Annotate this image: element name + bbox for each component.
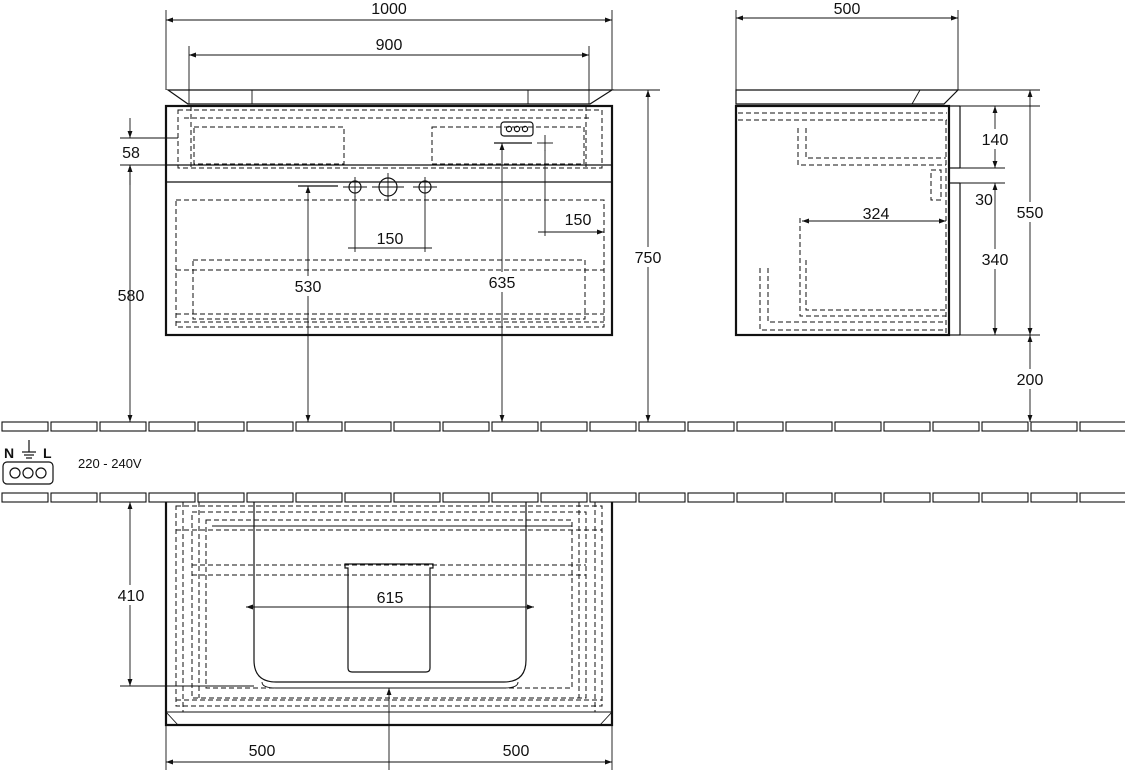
- dim-right-half: 500: [503, 743, 530, 760]
- wall-brick: [638, 421, 686, 432]
- side-cabinet: [734, 104, 951, 337]
- wall-brick: [883, 492, 931, 503]
- wall-brick: [1030, 421, 1078, 432]
- dim-floor-clearance: 200: [1017, 372, 1044, 389]
- wall-brick: [148, 492, 196, 503]
- dim-socket-offset: 150: [565, 212, 592, 229]
- wall-brick: [638, 492, 686, 503]
- wall-brick: [442, 421, 490, 432]
- wall-brick: [589, 492, 637, 503]
- dim-top-offset: 58: [122, 145, 140, 162]
- dim-basin-width: 615: [377, 590, 404, 607]
- wall-brick: [99, 421, 147, 432]
- wall-brick: [246, 492, 294, 503]
- wall-row-upper: [1, 421, 1125, 432]
- side-countertop: [735, 89, 960, 105]
- dim-height-to-top: 580: [118, 288, 145, 305]
- ground-icon: [22, 440, 36, 459]
- wall-brick: [834, 421, 882, 432]
- dim-right-height: 635: [489, 275, 516, 292]
- wall-brick: [1079, 421, 1125, 432]
- dim-tap-height: 530: [295, 279, 322, 296]
- wall-brick: [197, 421, 245, 432]
- wall-brick: [491, 492, 539, 503]
- wall-brick: [834, 492, 882, 503]
- wall-brick: [442, 492, 490, 503]
- wall-brick: [785, 421, 833, 432]
- dim-left-half: 500: [249, 743, 276, 760]
- socket-icon: [500, 121, 534, 137]
- wall-brick: [344, 421, 392, 432]
- wall-brick: [295, 492, 343, 503]
- dim-top-drawer: 140: [982, 132, 1009, 149]
- wall-brick: [344, 492, 392, 503]
- dim-plan-depth: 410: [118, 588, 145, 605]
- dim-gap: 30: [975, 192, 993, 209]
- basin-outline: [253, 502, 527, 683]
- plan-view: 410 615 500 500: [112, 502, 614, 770]
- dim-tap-spacing: 150: [377, 231, 404, 248]
- wall-brick: [1, 492, 49, 503]
- wall-brick: [50, 421, 98, 432]
- wall-brick: [785, 492, 833, 503]
- dim-bottom-drawer: 340: [982, 252, 1009, 269]
- wall-brick: [589, 421, 637, 432]
- wall-brick: [1079, 492, 1125, 503]
- wall-brick: [148, 421, 196, 432]
- wall-brick: [540, 421, 588, 432]
- wall-brick: [736, 492, 784, 503]
- wall-brick: [932, 492, 980, 503]
- power-socket-icon: [2, 461, 54, 485]
- wall-brick: [491, 421, 539, 432]
- dim-overall-height: 750: [635, 250, 662, 267]
- wall-brick: [932, 421, 980, 432]
- wall-brick: [1030, 492, 1078, 503]
- neutral-label: N: [4, 445, 14, 461]
- side-view: 500 324 140 30 340 550 200: [734, 1, 1050, 422]
- electrical-symbol: N L 220 - 240V: [2, 440, 142, 485]
- dim-side-depth: 500: [834, 1, 861, 18]
- wall-brick: [687, 421, 735, 432]
- wall-brick: [197, 492, 245, 503]
- wall-brick: [295, 421, 343, 432]
- wall-brick: [687, 492, 735, 503]
- front-countertop: [166, 89, 615, 105]
- wall-brick: [50, 492, 98, 503]
- wall-brick: [393, 492, 441, 503]
- dim-overall-width: 1000: [371, 1, 407, 18]
- wall-brick: [246, 421, 294, 432]
- wall-brick: [99, 492, 147, 503]
- wall-row-lower: [1, 492, 1125, 503]
- front-view: 1000 900 58 580 530 635 750 150: [118, 1, 670, 422]
- front-cabinet: [164, 104, 614, 337]
- wall-brick: [393, 421, 441, 432]
- siphon-cutout: [344, 563, 434, 673]
- voltage-label: 220 - 240V: [78, 456, 142, 471]
- dim-inner-depth: 324: [863, 206, 890, 223]
- live-label: L: [43, 445, 52, 461]
- dim-cabinet-height: 550: [1017, 205, 1044, 222]
- tap-hole-icon: [343, 173, 437, 201]
- dim-inner-width: 900: [376, 37, 403, 54]
- wall-brick: [883, 421, 931, 432]
- crosshair-icon: [537, 135, 553, 151]
- wall-brick: [736, 421, 784, 432]
- wall-brick: [1, 421, 49, 432]
- wall-brick: [981, 492, 1029, 503]
- wall-brick: [540, 492, 588, 503]
- wall-brick: [981, 421, 1029, 432]
